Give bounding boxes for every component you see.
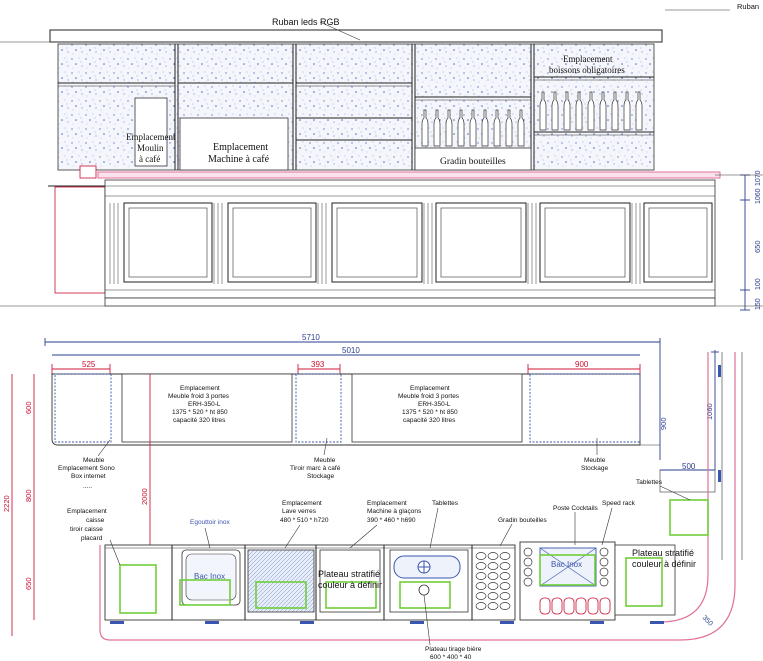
bac-inox-left: Bac Inox (194, 572, 225, 581)
dim-900: 900 (575, 360, 589, 369)
machine-cafe-box (179, 117, 289, 171)
dim-corner: 350 (701, 614, 714, 627)
back-unit-left (54, 373, 112, 443)
plateau-biere-l1: Plateau tirage bière (425, 646, 482, 653)
caisse-l4: placard (81, 535, 103, 542)
counter-top-outline (99, 352, 736, 641)
dim-5010: 5010 (342, 346, 360, 355)
fridge-left-l4: 1375 * 520 * ht 850 (172, 409, 228, 416)
fridge-right-l4: 1375 * 520 * ht 850 (402, 409, 458, 416)
glacons-l3: 390 * 460 * h690 (367, 517, 416, 524)
gradin-box (414, 147, 532, 171)
elevation-view: Ruban leds RGB Ruban Emplacement Moulin … (0, 2, 763, 311)
dim-2000: 2000 (140, 488, 149, 505)
meuble-sono-l4: ..... (83, 483, 92, 490)
dim-393: 393 (311, 360, 325, 369)
bottle-row-gradin (421, 109, 525, 147)
caisse-l1: Emplacement (67, 508, 107, 515)
fridge-right-l5: capacité 320 litres (403, 417, 456, 424)
dim-1070: 1070 (755, 170, 762, 186)
dim-2220: 2220 (2, 495, 11, 512)
fridge-left-l2: Meuble froid 3 portes (168, 393, 230, 400)
speed-rack (539, 597, 611, 615)
lave-verres-l1: Emplacement (282, 500, 322, 507)
meuble-tiroir-l2: Tiroir marc à café (290, 465, 341, 472)
back-unit-mid (295, 373, 342, 443)
front-panels (123, 202, 713, 283)
plateau-right-l1: Plateau stratifié (632, 548, 694, 558)
ruban-edge-label: Ruban (737, 2, 759, 11)
plan-view: 5710 5010 525 393 900 Emplacement Meuble… (2, 333, 743, 661)
plateau-left-l1: Plateau stratifié (318, 569, 380, 579)
dim-525: 525 (82, 360, 96, 369)
dim-1060-plan: 1060 (705, 403, 714, 420)
green-markers (119, 499, 709, 614)
dim-150: 150 (755, 298, 762, 310)
fridge-left-l5: capacité 320 litres (173, 417, 226, 424)
egouttoir-label: Egouttoir inox (190, 519, 230, 526)
ruban-label: Ruban leds RGB (272, 17, 340, 27)
tablettes-right-label: Tablettes (636, 479, 663, 486)
dim-900-return: 900 (659, 417, 668, 430)
boissons-label-2: boissons obligatoires (549, 65, 625, 75)
dim-650: 650 (753, 240, 762, 253)
machine-cafe-label-1: Emplacement (213, 142, 268, 153)
dim-600: 600 (24, 401, 33, 414)
lave-verres-l3: 480 * 510 * h720 (280, 517, 329, 524)
dim-500: 500 (682, 462, 696, 471)
plateau-biere-l2: 600 * 400 * 40 (430, 654, 472, 661)
gradin-bouteilles-label: Gradin bouteilles (498, 517, 548, 524)
caisse-l2: caisse (86, 517, 105, 524)
lave-verres-l2: Lave verres (282, 508, 317, 515)
dim-800: 800 (24, 489, 33, 502)
tablettes-label: Tablettes (432, 500, 459, 507)
meuble-tiroir-l3: Stockage (307, 473, 334, 480)
fridge-right-l1: Emplacement (410, 385, 450, 392)
machine-glacons-zone (319, 549, 381, 613)
lave-verres-zone (247, 549, 315, 613)
dim-1060: 1060 (755, 188, 762, 204)
machine-cafe-label-2: Machine à café (208, 154, 270, 165)
glacons-l1: Emplacement (367, 500, 407, 507)
dim-650-plan: 650 (24, 577, 33, 590)
speed-rack-label: Speed rack (602, 500, 636, 507)
moulin-label-2: Moulin (137, 143, 164, 153)
bottle-row-boissons (539, 91, 643, 131)
moulin-box (134, 97, 168, 167)
meuble-sono-l2: Emplacement Sono (58, 465, 115, 472)
meuble-sono-l3: Box internet (71, 473, 106, 480)
meuble-tiroir-l1: Meuble (314, 457, 336, 464)
gradin-bouteilles-grid (475, 552, 511, 610)
fridge-right-l2: Meuble froid 3 portes (398, 393, 460, 400)
fridge-left-l1: Emplacement (180, 385, 220, 392)
boissons-label-1: Emplacement (563, 54, 613, 64)
meuble-stockage-l2: Stockage (581, 465, 608, 472)
meuble-stockage-l1: Meuble (584, 457, 606, 464)
plateau-right-l2: couleur à définir (632, 559, 696, 569)
back-unit-right (529, 373, 641, 443)
meuble-sono-l1: Meuble (83, 457, 105, 464)
dim-5710: 5710 (302, 333, 320, 342)
top-cornice (49, 29, 663, 43)
dim-100: 100 (755, 278, 762, 290)
moulin-label-1: Emplacement (126, 132, 176, 142)
glacons-l2: Machine à glaçons (367, 508, 422, 515)
fridge-left-l3: ERH-350-L (188, 401, 221, 408)
caisse-l3: tiroir caisse (70, 526, 103, 533)
fridge-right (351, 373, 523, 443)
plateau-left-l2: couleur à définir (318, 580, 382, 590)
fridge-right-l3: ERH-350-L (418, 401, 451, 408)
gradin-label: Gradin bouteilles (440, 157, 506, 167)
bac-inox-right: Bac Inox (551, 560, 582, 569)
bar-front-panel (104, 179, 716, 299)
counter-top-elevation (97, 171, 721, 179)
poste-cocktails-label: Poste Cocktails (553, 505, 599, 512)
moulin-label-3: à café (139, 154, 160, 164)
